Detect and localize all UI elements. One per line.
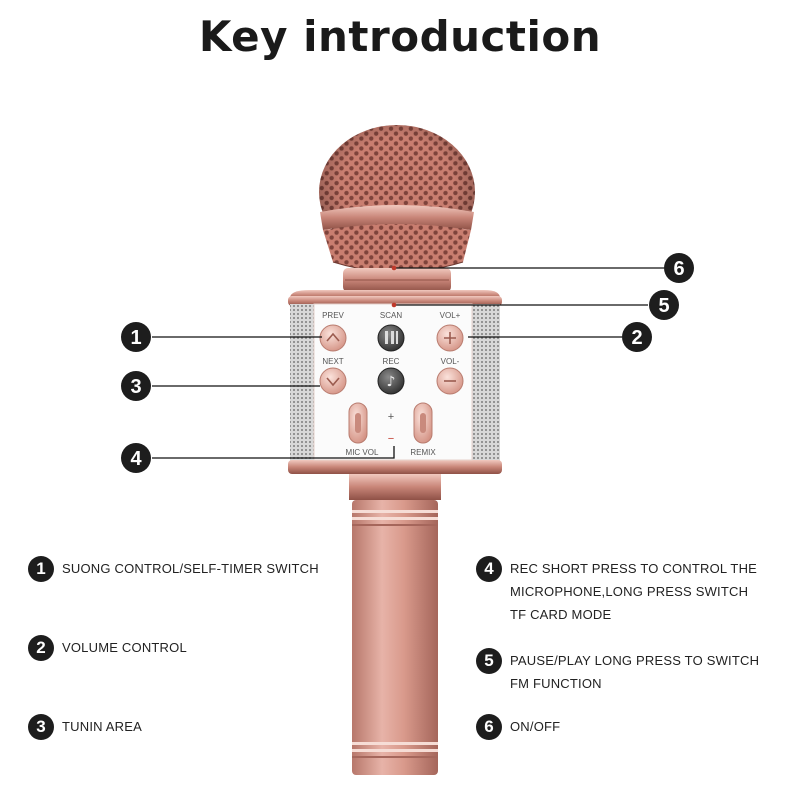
play-pause-icon [385, 331, 388, 344]
plus-icon [444, 332, 456, 344]
legend-line: FM FUNCTION [510, 676, 602, 691]
vol-down-label: VOL- [441, 357, 460, 366]
next-label: NEXT [322, 357, 343, 366]
legend-text: VOLUME CONTROL [62, 636, 187, 659]
legend-line: PAUSE/PLAY LONG PRESS TO SWITCH [510, 653, 760, 668]
legend-text: TUNIN AREA [62, 715, 142, 738]
svg-text:3: 3 [130, 376, 141, 398]
remix-label: REMIX [410, 448, 436, 457]
svg-text:6: 6 [673, 258, 684, 280]
legend-item-5: 5 PAUSE/PLAY LONG PRESS TO SWITCH FM FUN… [476, 648, 759, 695]
mic-vol-knob[interactable] [348, 402, 368, 444]
callout-5: 5 [649, 290, 679, 320]
legend-item-1: 1 SUONG CONTROL/SELF-TIMER SWITCH [28, 556, 319, 582]
scan-button[interactable] [377, 324, 405, 352]
legend-line: SUONG CONTROL/SELF-TIMER SWITCH [62, 561, 319, 576]
next-button[interactable] [319, 367, 347, 395]
mic-collar [343, 268, 451, 292]
callout-6: 6 [664, 253, 694, 283]
callout-4: 4 [121, 443, 151, 473]
legend-line: TF CARD MODE [510, 607, 612, 622]
callout-dots [391, 265, 397, 308]
svg-text:5: 5 [658, 295, 669, 317]
legend-number-badge: 5 [476, 648, 502, 674]
callout-3: 3 [121, 371, 151, 401]
legend-number-badge: 4 [476, 556, 502, 582]
chevron-down-icon [326, 377, 340, 387]
prev-label: PREV [322, 311, 344, 320]
plus-sign: + [388, 411, 394, 423]
music-note-icon: ♪ [387, 374, 396, 390]
legend-number-badge: 3 [28, 714, 54, 740]
vol-up-button[interactable] [436, 324, 464, 352]
svg-text:4: 4 [130, 448, 142, 470]
legend-line: REC SHORT PRESS TO CONTROL THE [510, 561, 758, 576]
legend-item-6: 6 ON/OFF [476, 714, 560, 740]
rec-button[interactable]: ♪ [377, 367, 405, 395]
legend-line: ON/OFF [510, 719, 561, 734]
vol-up-label: VOL+ [440, 311, 461, 320]
legend-item-3: 3 TUNIN AREA [28, 714, 142, 740]
svg-text:2: 2 [631, 327, 642, 349]
page-title: Key introduction [198, 12, 602, 61]
legend-line: MICROPHONE,LONG PRESS SWITCH [510, 584, 749, 599]
vol-down-button[interactable] [436, 367, 464, 395]
legend-text: SUONG CONTROL/SELF-TIMER SWITCH [62, 557, 319, 580]
legend-number-badge: 6 [476, 714, 502, 740]
legend-number-badge: 2 [28, 635, 54, 661]
legend-line: TUNIN AREA [62, 719, 143, 734]
prev-button[interactable] [319, 324, 347, 352]
callout-lines [152, 267, 664, 459]
mic-head [319, 125, 475, 273]
legend-text: ON/OFF [510, 715, 560, 738]
legend-text: PAUSE/PLAY LONG PRESS TO SWITCH FM FUNCT… [510, 649, 759, 695]
legend-text: REC SHORT PRESS TO CONTROL THE MICROPHON… [510, 557, 757, 626]
scan-label: SCAN [380, 311, 402, 320]
mic-vol-label: MIC VOL [346, 448, 379, 457]
callout-1: 1 [121, 322, 151, 352]
legend-number-badge: 1 [28, 556, 54, 582]
callout-2: 2 [622, 322, 652, 352]
mic-handle [349, 474, 441, 775]
chevron-up-icon [326, 332, 340, 342]
minus-sign: − [388, 433, 394, 445]
rec-label: REC [383, 357, 400, 366]
legend-item-4: 4 REC SHORT PRESS TO CONTROL THE MICROPH… [476, 556, 757, 626]
remix-knob[interactable] [413, 402, 433, 444]
legend-line: VOLUME CONTROL [62, 640, 187, 655]
legend-item-2: 2 VOLUME CONTROL [28, 635, 187, 661]
svg-text:1: 1 [130, 327, 141, 349]
